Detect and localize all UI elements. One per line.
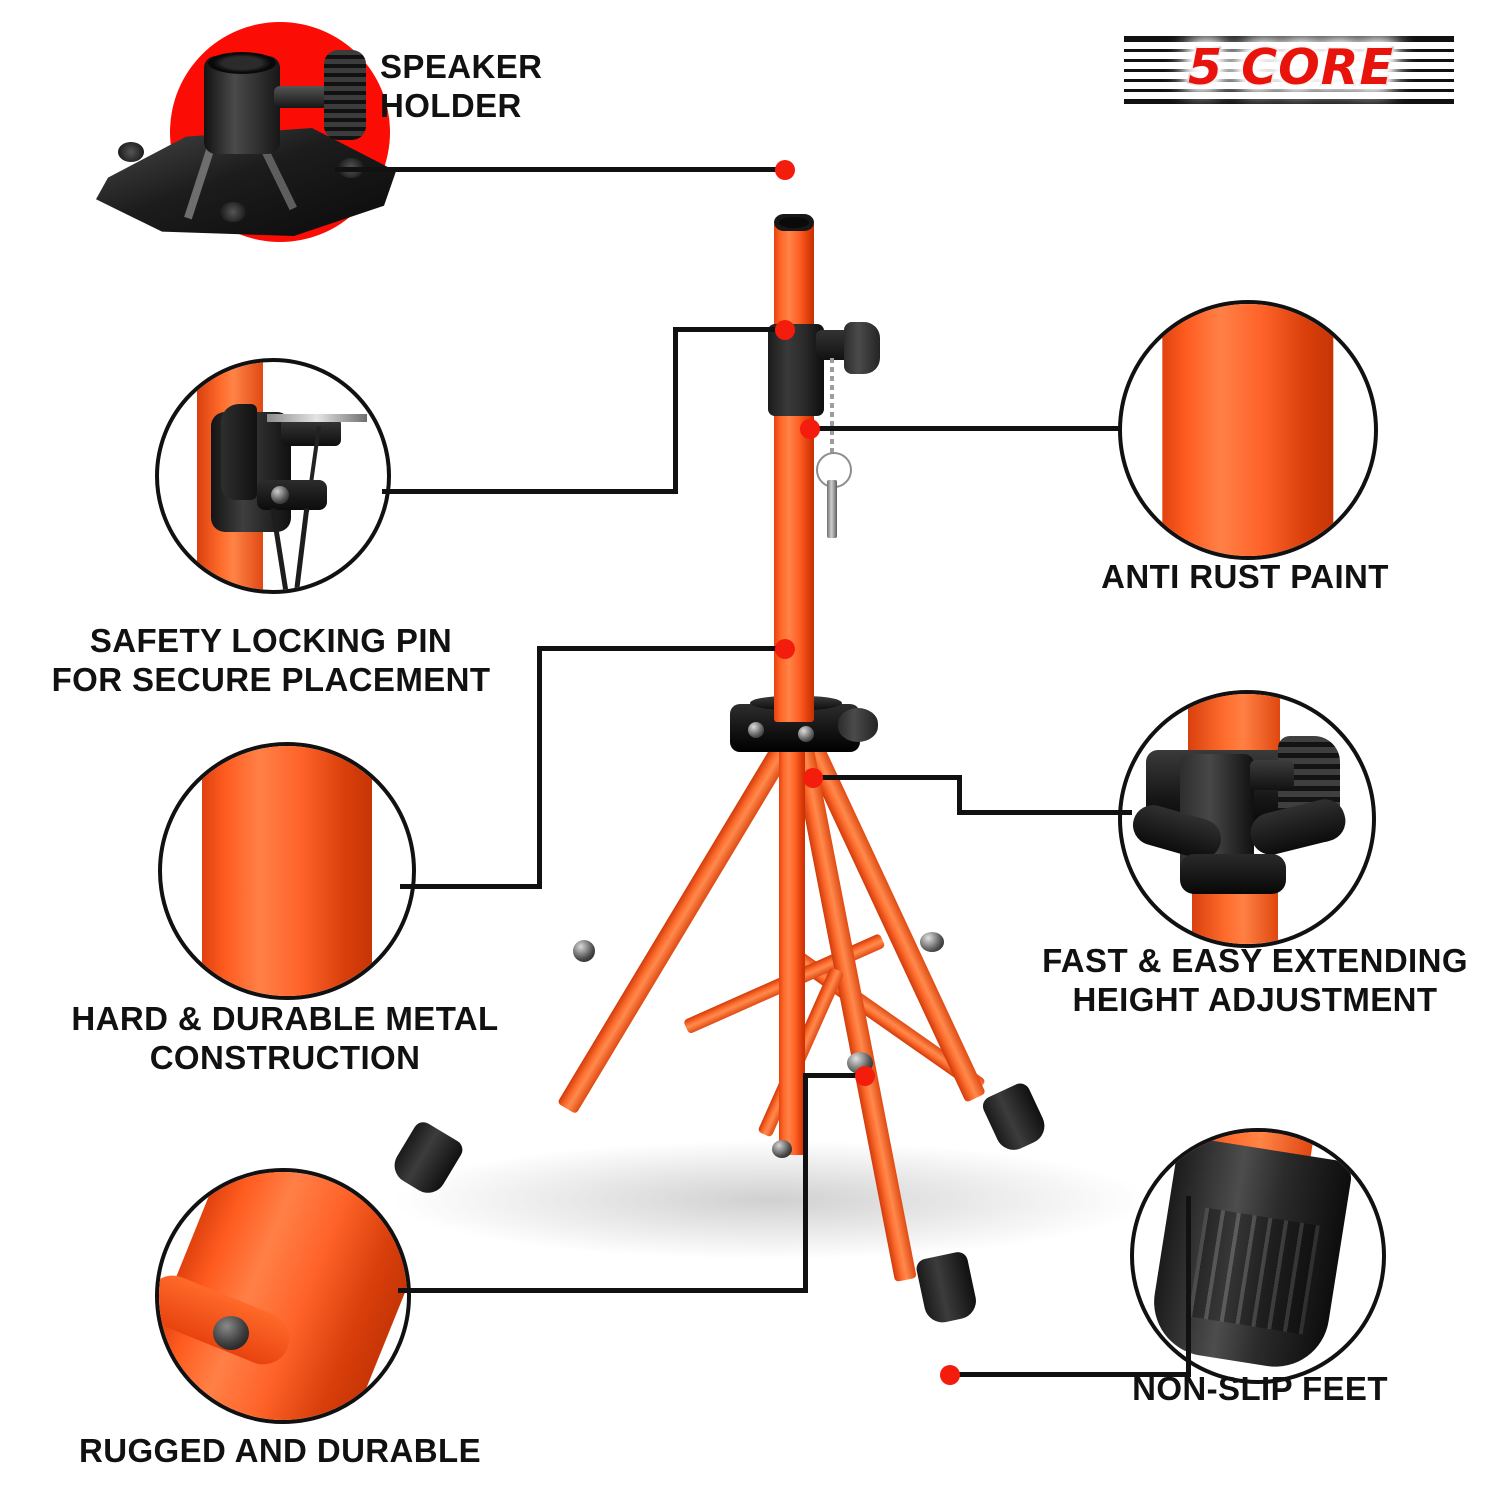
logo-text: 5 CORE: [1187, 37, 1395, 97]
rugged-art-rivet: [213, 1316, 249, 1350]
leader-dot-safety-pin: [775, 320, 795, 340]
pin-art-screw: [271, 486, 289, 504]
leader-dot-metal: [775, 639, 795, 659]
callout-label-rugged-durable: RUGGED AND DURABLE: [79, 1432, 481, 1469]
clamp-knob: [844, 322, 880, 374]
leader-metal-v: [537, 646, 542, 888]
leader-rugged-h1: [398, 1288, 808, 1293]
holder-bolt-hole-1: [118, 142, 144, 162]
hub-art-lower-cuff: [1180, 854, 1286, 894]
metal-art-tube: [202, 746, 372, 996]
logo-stripes: [1124, 36, 1454, 104]
leg-joint-rivet-right: [920, 932, 944, 952]
leader-metal-h1: [400, 884, 542, 889]
safety-pin-chain: [830, 358, 834, 456]
leader-dot-speaker-holder: [775, 160, 795, 180]
leader-dot-anti-rust: [800, 419, 820, 439]
leg-joint-rivet-lower: [772, 1140, 792, 1158]
height-adjustment-badge: [1118, 690, 1376, 948]
hub-art-knob-shaft: [1250, 760, 1294, 790]
safety-locking-pin-badge: [155, 358, 391, 594]
leader-dot-height: [803, 768, 823, 788]
product-illustration: [330, 180, 1190, 1360]
foot-art-grip-ribs: [1188, 1207, 1320, 1335]
hub-screw-right: [798, 726, 814, 742]
leader-rugged-v: [803, 1073, 808, 1291]
callout-label-anti-rust-paint: ANTI RUST PAINT: [1101, 558, 1389, 595]
pin-art-clamp-block: [257, 480, 327, 510]
leader-safety-pin-h2: [673, 327, 785, 332]
leader-safety-pin-h1: [382, 489, 678, 494]
leader-metal-h2: [537, 646, 785, 651]
callout-label-height-adjustment: FAST & EASY EXTENDING HEIGHT ADJUSTMENT: [1042, 942, 1468, 1018]
leader-height-v: [957, 775, 962, 815]
speaker-holder-art: [78, 40, 418, 240]
leader-safety-pin-v: [673, 327, 678, 494]
leader-feet-h1: [955, 1372, 1191, 1377]
rubber-foot-center: [914, 1250, 980, 1326]
leader-anti-rust: [810, 426, 1122, 431]
callout-label-safety-locking-pin: SAFETY LOCKING PIN FOR SECURE PLACEMENT: [51, 622, 491, 698]
pole-top-bore: [779, 217, 809, 228]
lower-column: [779, 735, 805, 1155]
leader-speaker-holder: [335, 167, 785, 172]
floor-shadow: [390, 1140, 1150, 1260]
tripod-leg-left: [557, 734, 798, 1115]
leader-height-h2: [957, 810, 1132, 815]
rugged-durable-badge: [155, 1168, 411, 1424]
callout-label-non-slip-feet: NON-SLIP FEET: [1132, 1370, 1388, 1407]
pin-art-pin-shaft: [267, 414, 367, 422]
anti-rust-paint-badge: [1118, 300, 1378, 560]
leader-feet-v: [1186, 1196, 1191, 1376]
non-slip-feet-badge: [1130, 1128, 1386, 1384]
holder-screw-shaft: [274, 86, 338, 108]
holder-socket-bore: [208, 52, 276, 74]
callout-label-hard-durable-metal: HARD & DURABLE METAL CONSTRUCTION: [71, 1000, 499, 1076]
brand-logo: 5 CORE: [1124, 28, 1454, 106]
logo-wordmark: 5 CORE: [1160, 30, 1422, 104]
antirust-art-tube: [1162, 304, 1334, 556]
leader-rugged-h2: [803, 1073, 865, 1078]
pin-art-lanyard-b: [293, 508, 310, 590]
callout-label-speaker-holder: SPEAKER HOLDER: [380, 48, 543, 124]
hard-durable-metal-badge: [158, 742, 416, 1000]
upper-pole: [774, 222, 814, 722]
hub-adjust-knob: [838, 708, 878, 742]
height-clamp-collar: [768, 324, 824, 416]
leader-height-h1: [820, 775, 962, 780]
pin-art-arm: [281, 418, 341, 446]
pin-art-lever: [221, 404, 257, 500]
safety-locking-pin: [827, 480, 837, 538]
holder-thumb-knob: [324, 50, 366, 140]
leader-dot-feet: [940, 1365, 960, 1385]
leader-dot-rugged: [855, 1066, 875, 1086]
hub-screw-left: [748, 722, 764, 738]
holder-bolt-hole-3: [220, 202, 246, 222]
leg-joint-rivet-left: [573, 940, 595, 962]
